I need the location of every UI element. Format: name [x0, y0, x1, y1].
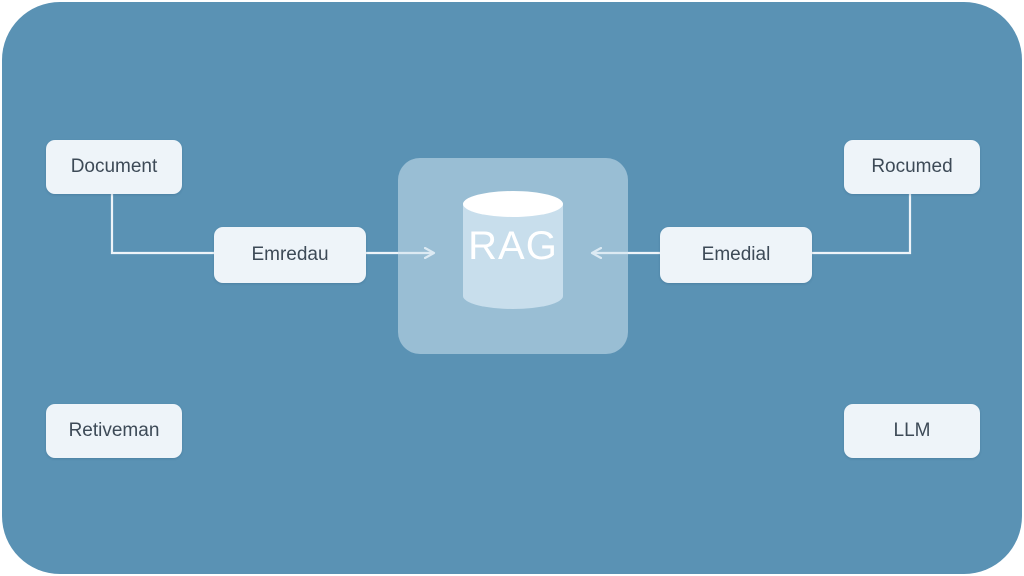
node-emredau[interactable]: Emredau [214, 227, 366, 283]
node-llm-label: LLM [893, 420, 931, 441]
rag-label: RAG [468, 224, 558, 268]
node-emedial-label: Emedial [701, 244, 771, 265]
node-document-label: Document [70, 156, 158, 177]
node-rocumed-label: Rocumed [871, 156, 953, 177]
database-cylinder-icon [463, 191, 563, 309]
connector-document-to-emredau [110, 192, 214, 255]
node-llm[interactable]: LLM [844, 404, 980, 458]
connector-rocumed-to-emedial [810, 192, 912, 255]
node-document[interactable]: Document [46, 140, 182, 194]
node-retiveman[interactable]: Retiveman [46, 404, 182, 458]
node-emredau-label: Emredau [251, 244, 329, 265]
node-rocumed[interactable]: Rocumed [844, 140, 980, 194]
node-emedial[interactable]: Emedial [660, 227, 812, 283]
node-retiveman-label: Retiveman [68, 420, 160, 441]
